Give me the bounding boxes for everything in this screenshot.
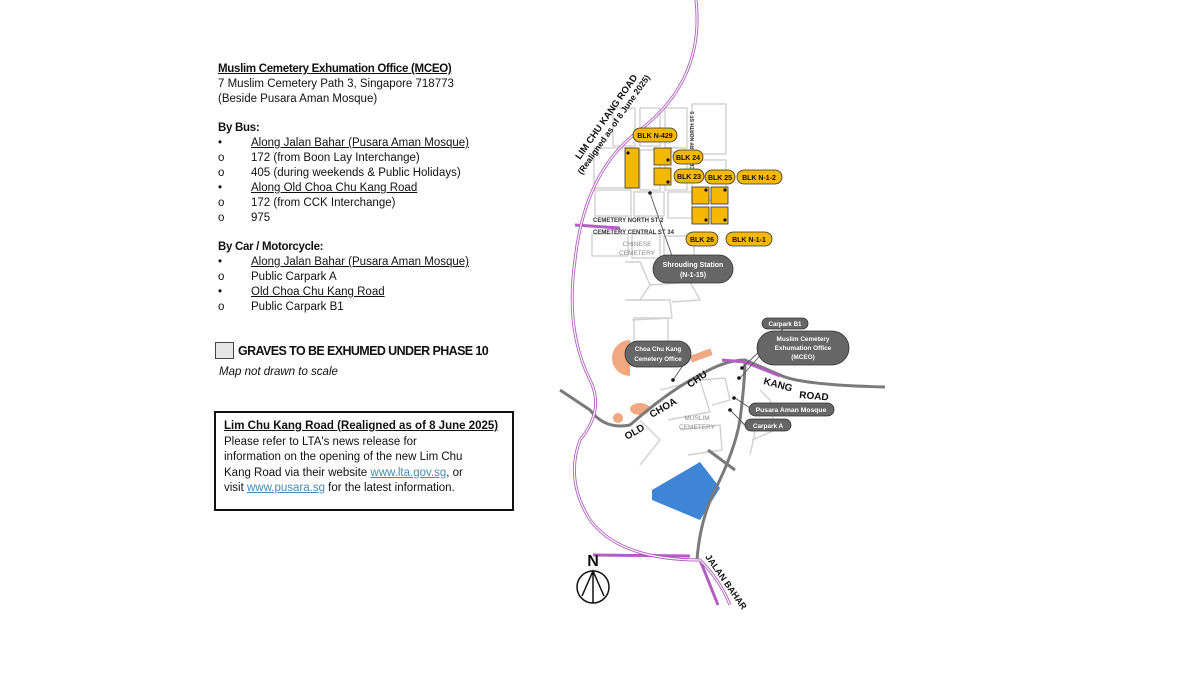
secondary-roads: [559, 358, 886, 561]
road-label-choa: CHOA: [648, 396, 679, 420]
road-label-road: ROAD: [799, 390, 829, 404]
list-item: •Along Jalan Bahar (Pusara Aman Mosque): [218, 137, 469, 149]
callout-mceo-3: (MCEO): [791, 354, 814, 361]
office-address: 7 Muslim Cemetery Path 3, Singapore 7187…: [218, 78, 454, 90]
by-car-heading: By Car / Motorcycle:: [218, 241, 324, 253]
notice-line: Please refer to LTA's news release for: [224, 435, 417, 448]
pusara-link[interactable]: www.pusara.sg: [247, 482, 325, 494]
legend-label: GRAVES TO BE EXHUMED UNDER PHASE 10: [238, 343, 489, 358]
by-bus-heading: By Bus:: [218, 122, 260, 134]
office-note: (Beside Pusara Aman Mosque): [218, 93, 378, 105]
street-label-central34: CEMETERY CENTRAL ST 34: [593, 230, 675, 236]
directions-panel: Muslim Cemetery Exhumation Office (MCEO)…: [218, 62, 518, 315]
block-label-n12: BLK N-1-2: [742, 175, 776, 182]
block-label-23: BLK 23: [677, 174, 701, 181]
callout-mceo-2: Exhumation Office: [775, 345, 832, 352]
landmarks: [612, 340, 713, 423]
notice-line: information on the opening of the new Li…: [224, 451, 463, 463]
north-label: N: [587, 553, 599, 570]
notice-line: visit www.pusara.sg for the latest infor…: [224, 482, 455, 494]
grave-blocks: [624, 147, 729, 225]
notice-box: Lim Chu Kang Road (Realigned as of 8 Jun…: [214, 411, 514, 511]
callout-carpark-b1: Carpark B1: [768, 321, 802, 328]
scale-note: Map not drawn to scale: [219, 366, 338, 378]
area-label: CHINESE: [623, 241, 653, 248]
block-label-24: BLK 24: [676, 155, 700, 162]
reservoir: [652, 462, 720, 520]
callout-shrouding-station: Shrouding Station: [663, 262, 724, 269]
block-label-25: BLK 25: [708, 175, 732, 182]
block-label-n11: BLK N-1-1: [732, 237, 766, 244]
notice-line: Kang Road via their website www.lta.gov.…: [224, 466, 463, 479]
callout-shrouding-station-id: (N-1-15): [680, 272, 706, 279]
callout-carpark-a: Carpark A: [753, 423, 784, 430]
area-label: CEMETERY: [679, 424, 716, 431]
block-label-n429: BLK N-429: [637, 133, 673, 140]
notice-title: Lim Chu Kang Road (Realigned as of 8 Jun…: [224, 420, 499, 432]
list-item: •Old Choa Chu Kang Road: [218, 286, 385, 298]
block-label-26: BLK 26: [690, 237, 714, 244]
callout-mosque: Pusara Aman Mosque: [756, 407, 827, 414]
main-roads: [570, 0, 781, 606]
legend: GRAVES TO BE EXHUMED UNDER PHASE 10: [215, 342, 489, 359]
callout-cck-office-2: Cemetery Office: [634, 356, 682, 363]
street-label-north2: CEMETERY NORTH ST 2: [593, 218, 664, 224]
area-label: MUSLIM: [684, 415, 709, 422]
street-label-north5: CEMETERY NORTH ST 5: [690, 111, 696, 170]
office-title: Muslim Cemetery Exhumation Office (MCEO): [218, 63, 452, 75]
lta-link[interactable]: www.lta.gov.sg: [370, 466, 447, 479]
legend-swatch: [215, 342, 234, 359]
callout-cck-office: Choa Chu Kang: [635, 346, 682, 353]
area-label: CEMETERY: [619, 250, 656, 257]
north-arrow-icon: N: [576, 553, 610, 604]
callout-mceo: Muslim Cemetery: [777, 336, 830, 343]
list-item: •Along Jalan Bahar (Pusara Aman Mosque): [218, 256, 469, 268]
cemetery-paths: [591, 103, 776, 466]
list-item: •Along Old Choa Chu Kang Road: [218, 182, 418, 194]
